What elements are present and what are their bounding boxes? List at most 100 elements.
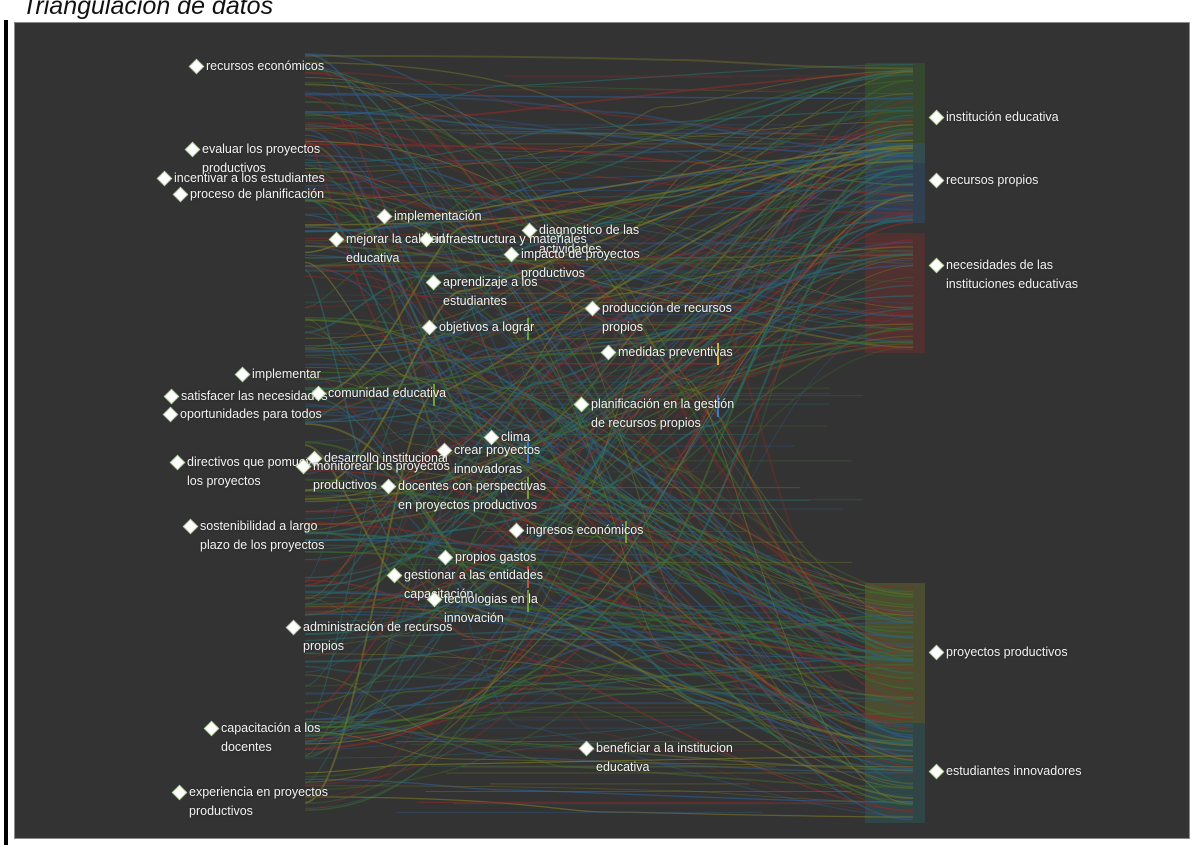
- node-label: propios gastos: [455, 550, 537, 564]
- flow-line: [304, 62, 914, 186]
- flow-line: [304, 190, 914, 733]
- node-label: productivos: [202, 161, 266, 175]
- flow-line: [304, 423, 914, 799]
- node-comunidad-educativa[interactable]: comunidad educativa: [310, 384, 446, 403]
- node-proceso-planificacion[interactable]: proceso de planificación: [172, 185, 324, 204]
- node-label: desarrollo institucional: [324, 451, 448, 465]
- node-label: incentivar a los estudiantes: [174, 171, 325, 185]
- flow-line: [304, 95, 914, 742]
- node-infraestructura[interactable]: infraestructura y materiales: [418, 230, 587, 249]
- flow-line: [304, 154, 914, 232]
- node-marker: [527, 477, 529, 499]
- flow-line: [304, 294, 914, 349]
- node-marker: [717, 395, 719, 417]
- flow-line: [304, 219, 914, 636]
- flow-line: [304, 395, 914, 655]
- node-recursos-propios[interactable]: recursos propios: [928, 171, 1038, 190]
- flow-line: [304, 133, 914, 730]
- node-estudiantes-innovadores[interactable]: estudiantes innovadores: [928, 762, 1082, 781]
- node-oportunidades-todos[interactable]: oportunidades para todos: [162, 405, 322, 424]
- flow-line: [304, 306, 914, 513]
- flow-line: [304, 164, 914, 662]
- node-label: monitorear los proyectos: [313, 459, 450, 473]
- node-objetivos[interactable]: objetivos a lograr: [421, 318, 534, 337]
- node-medidas-preventivas[interactable]: medidas preventivas: [600, 343, 733, 362]
- flow-line: [304, 268, 914, 655]
- node-recursos-economicos[interactable]: recursos económicos: [188, 57, 324, 76]
- flow-line: [304, 106, 914, 304]
- flow-line: [304, 265, 914, 736]
- flow-line: [304, 284, 914, 579]
- node-label: productivos: [313, 478, 377, 492]
- node-label: propios: [303, 639, 344, 653]
- diagram-frame: recursos económicos evaluar los proyectos…: [14, 22, 1190, 839]
- flow-line: [304, 345, 914, 515]
- flow-line: [304, 489, 914, 680]
- flow-line: [304, 219, 914, 357]
- node-label: propios: [602, 320, 643, 334]
- node-propios-gastos[interactable]: propios gastos: [437, 548, 537, 567]
- flow-line: [304, 259, 914, 583]
- flow-line: [304, 199, 914, 309]
- flow-line: [304, 143, 914, 187]
- flow-line: [304, 339, 914, 394]
- flow-line: [304, 246, 914, 500]
- flow-line: [304, 796, 914, 818]
- flow-line: [304, 712, 914, 809]
- flow-line: [304, 69, 914, 381]
- node-label: impacto de proyectos: [521, 247, 640, 261]
- node-clima[interactable]: clima: [483, 428, 530, 447]
- node-implementar[interactable]: implementar: [234, 365, 321, 384]
- node-label: directivos que pomueva: [187, 455, 320, 469]
- node-label: mejorar la calidad: [346, 232, 445, 246]
- flow-line: [304, 403, 914, 817]
- flow-line: [304, 121, 914, 651]
- flow-line: [304, 778, 914, 804]
- flow-line: [304, 118, 914, 146]
- node-proyectos-productivos[interactable]: proyectos productivos: [928, 643, 1068, 662]
- flow-line: [304, 316, 914, 751]
- flow-line: [304, 530, 914, 629]
- flow-line: [304, 326, 914, 811]
- node-ingresos-economicos[interactable]: ingresos económicos: [508, 521, 643, 540]
- node-institucion-educativa[interactable]: institución educativa: [928, 108, 1059, 127]
- flow-line: [304, 395, 914, 646]
- flow-line: [304, 101, 914, 661]
- flow-line: [304, 463, 914, 752]
- flow-line: [304, 70, 914, 201]
- flow-line: [304, 183, 914, 623]
- node-marker: [527, 441, 529, 463]
- flow-line: [304, 164, 914, 595]
- flow-line: [304, 190, 914, 689]
- node-incentivar-estudiantes[interactable]: incentivar a los estudiantes: [156, 169, 325, 188]
- node-label: estudiantes: [443, 294, 507, 308]
- flow-line: [304, 121, 914, 799]
- node-satisfacer-necesidades[interactable]: satisfacer las necesidades: [163, 387, 328, 406]
- node-monitorear[interactable]: monitorear los proyectos productivos: [295, 457, 450, 495]
- flow-line: [304, 124, 914, 513]
- node-label: instituciones educativas: [946, 277, 1079, 291]
- flow-line: [304, 93, 914, 339]
- node-implementacion[interactable]: implementación: [376, 207, 482, 226]
- flow-line: [304, 444, 914, 747]
- node-label: diagnostico de las: [539, 223, 640, 237]
- node-desarrollo-institucional[interactable]: desarrollo institucional: [306, 449, 448, 468]
